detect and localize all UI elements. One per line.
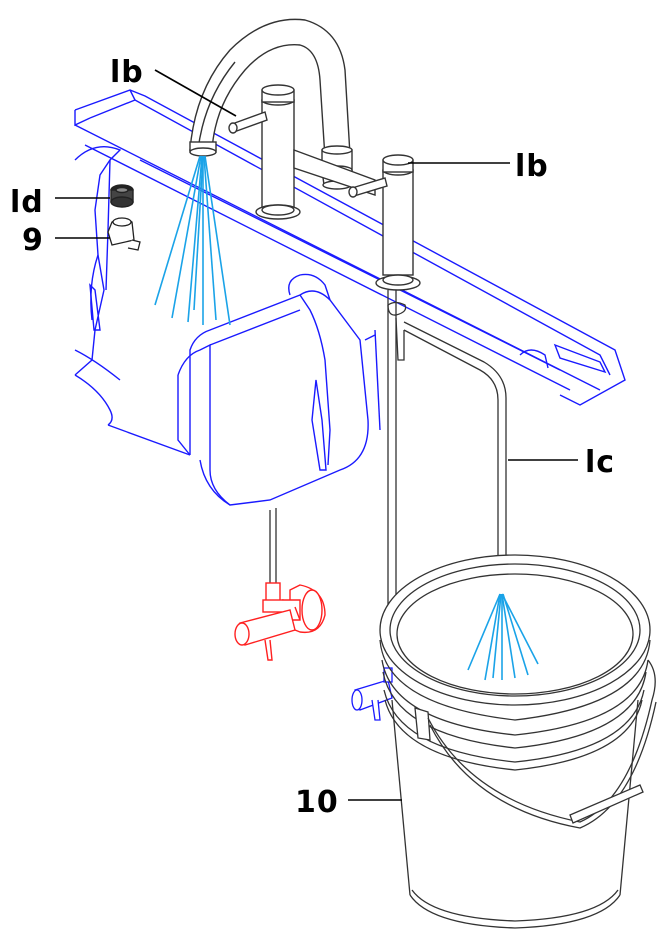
adapter-part [107,217,141,251]
label-faucet-handle-right: lb [515,149,549,184]
water-spray-faucet [154,155,231,326]
label-faucet-handle-left: lb [110,55,144,90]
faucet [189,18,421,291]
bucket-valve [351,667,393,721]
supply-pipes [269,290,510,605]
label-adapter-part: 9 [22,223,44,258]
water-spray-hose [467,593,539,681]
label-aerator-part: ld [10,185,44,220]
callout-leaders [55,69,578,801]
bucket [379,554,657,929]
label-bucket: 10 [295,785,339,820]
sink [74,89,626,506]
aerator-part [110,184,134,208]
label-hose-tube: lc [585,445,615,480]
shutoff-valve [234,582,326,661]
